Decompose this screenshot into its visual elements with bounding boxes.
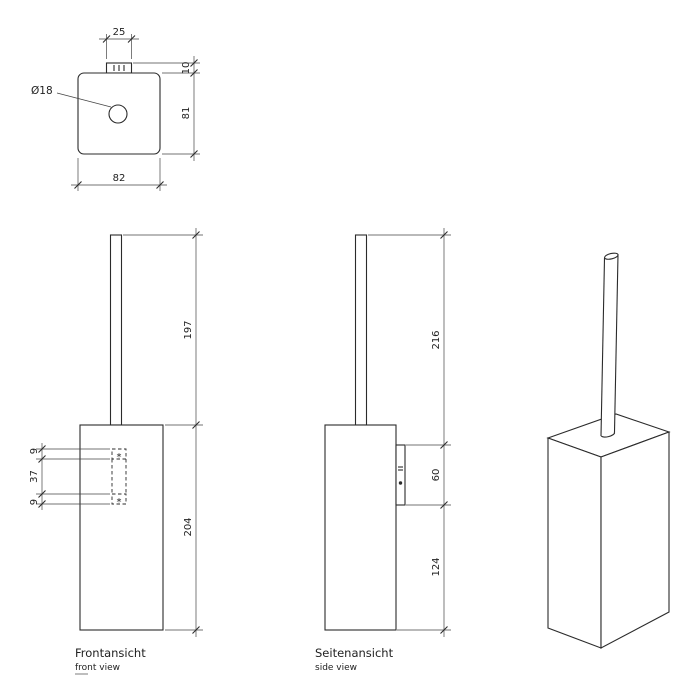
dim-tick bbox=[156, 181, 164, 189]
side-view: 216 60 124 Seitenansicht side view bbox=[315, 228, 451, 673]
box-right-face bbox=[600, 431, 670, 649]
dim-tick bbox=[440, 501, 448, 509]
handle-edge bbox=[613, 254, 619, 433]
front-view-subtitle: front view bbox=[75, 663, 120, 673]
dim-label-handle-length: 197 bbox=[183, 320, 194, 339]
dim-label-below-plate: 124 bbox=[431, 557, 442, 576]
slot-marker: * bbox=[117, 452, 122, 463]
dim-tick bbox=[38, 490, 46, 498]
dim-label-body-height: 204 bbox=[183, 517, 194, 536]
handle-edge bbox=[600, 257, 606, 437]
dim-label-body-height: 81 bbox=[181, 107, 192, 120]
side-view-subtitle: side view bbox=[315, 663, 357, 673]
front-view: * * 9 37 9 197 204 Frontansicht front vi… bbox=[29, 228, 203, 675]
handle-body-fill bbox=[601, 254, 618, 436]
dim-tick bbox=[192, 231, 200, 239]
screw-dot-icon bbox=[398, 481, 403, 485]
dim-label-slot-top: 9 bbox=[29, 448, 40, 454]
side-handle bbox=[354, 234, 368, 426]
dim-label-slot-gap: 37 bbox=[29, 470, 40, 483]
side-view-title: Seitenansicht bbox=[315, 646, 394, 660]
dim-label-handle-length: 216 bbox=[431, 330, 442, 349]
dim-tick bbox=[102, 35, 111, 43]
dim-tick bbox=[190, 150, 198, 158]
dim-label-body-width: 82 bbox=[113, 173, 126, 184]
front-handle bbox=[109, 234, 123, 426]
dim-tick bbox=[190, 69, 198, 77]
dim-label-tab-height: 10 bbox=[181, 62, 192, 75]
dim-tick bbox=[192, 421, 200, 429]
dim-tick bbox=[38, 445, 46, 453]
dim-label-slot-bottom: 9 bbox=[29, 499, 40, 505]
side-body bbox=[324, 424, 397, 631]
handle-top bbox=[603, 252, 619, 260]
dim-tick bbox=[440, 231, 448, 239]
dim-tick bbox=[440, 626, 448, 634]
dim-tick bbox=[38, 455, 46, 463]
hidden-slot-bottom bbox=[111, 493, 127, 505]
dim-tick bbox=[190, 59, 198, 67]
dim-tick bbox=[74, 181, 82, 189]
dim-label-tab-width: 25 bbox=[113, 27, 126, 38]
top-view-hole bbox=[108, 104, 128, 124]
dim-tick bbox=[440, 441, 448, 449]
box-left-face bbox=[547, 437, 602, 649]
mounting-plate bbox=[395, 444, 406, 506]
dim-tick bbox=[192, 626, 200, 634]
screw-slot-icon bbox=[398, 466, 403, 471]
front-body bbox=[79, 424, 164, 631]
hidden-slot-top bbox=[111, 448, 127, 460]
dim-tick bbox=[127, 35, 136, 43]
front-view-title: Frontansicht bbox=[75, 646, 146, 660]
dim-label-hole-diameter: Ø18 bbox=[31, 85, 53, 97]
top-view: Ø18 25 10 81 82 bbox=[31, 27, 200, 191]
perspective-view bbox=[546, 252, 671, 649]
dim-label-plate-height: 60 bbox=[431, 469, 442, 482]
slot-marker: * bbox=[117, 497, 122, 508]
leader-line bbox=[56, 92, 112, 108]
dim-tick bbox=[38, 500, 46, 508]
